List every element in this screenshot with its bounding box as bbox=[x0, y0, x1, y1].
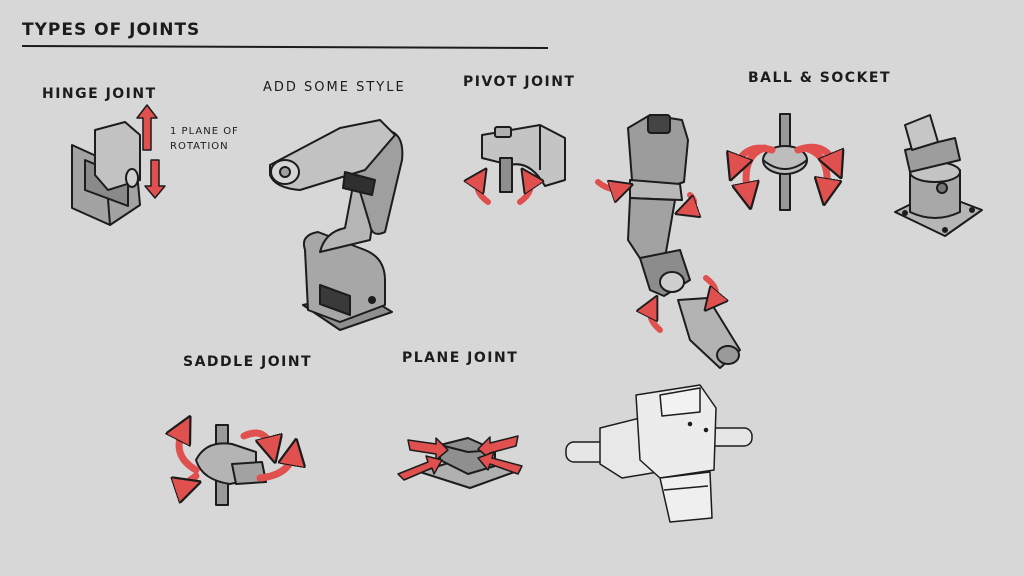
label-hinge-joint: Hinge Joint bbox=[42, 86, 157, 102]
hinge-rotation-note: 1 Plane of Rotation bbox=[170, 124, 239, 154]
robot-arm-drawing bbox=[269, 119, 404, 331]
label-ball-socket: Ball & Socket bbox=[748, 70, 892, 86]
pivot-joint-drawing bbox=[481, 124, 566, 193]
plane-translation-arrows bbox=[397, 435, 523, 481]
label-saddle-joint: Saddle Joint bbox=[183, 354, 313, 370]
hinge-note-line-1: 1 Plane of bbox=[170, 126, 239, 137]
saddle-rotation-arrows bbox=[179, 428, 294, 487]
page-title: Types of Joints bbox=[22, 20, 201, 40]
motor-housing-drawing bbox=[565, 384, 753, 523]
saddle-joint-drawing bbox=[195, 424, 267, 506]
robot-wrist-drawing bbox=[627, 114, 741, 369]
ball-socket-arrows bbox=[735, 143, 836, 196]
socket-mount-drawing bbox=[894, 114, 983, 237]
wrist-rotation-arrows bbox=[595, 179, 716, 333]
title-underline bbox=[21, 45, 549, 49]
hinge-note-line-2: Rotation bbox=[170, 141, 229, 152]
label-add-some-style: Add some style bbox=[263, 80, 406, 95]
ball-socket-drawing bbox=[762, 113, 808, 211]
label-plane-joint: Plane Joint bbox=[402, 350, 519, 366]
hinge-joint-drawing bbox=[71, 121, 141, 226]
hinge-rotation-arrows bbox=[136, 104, 166, 199]
label-pivot-joint: Pivot Joint bbox=[463, 74, 576, 90]
pivot-rotation-arrows bbox=[477, 178, 530, 205]
